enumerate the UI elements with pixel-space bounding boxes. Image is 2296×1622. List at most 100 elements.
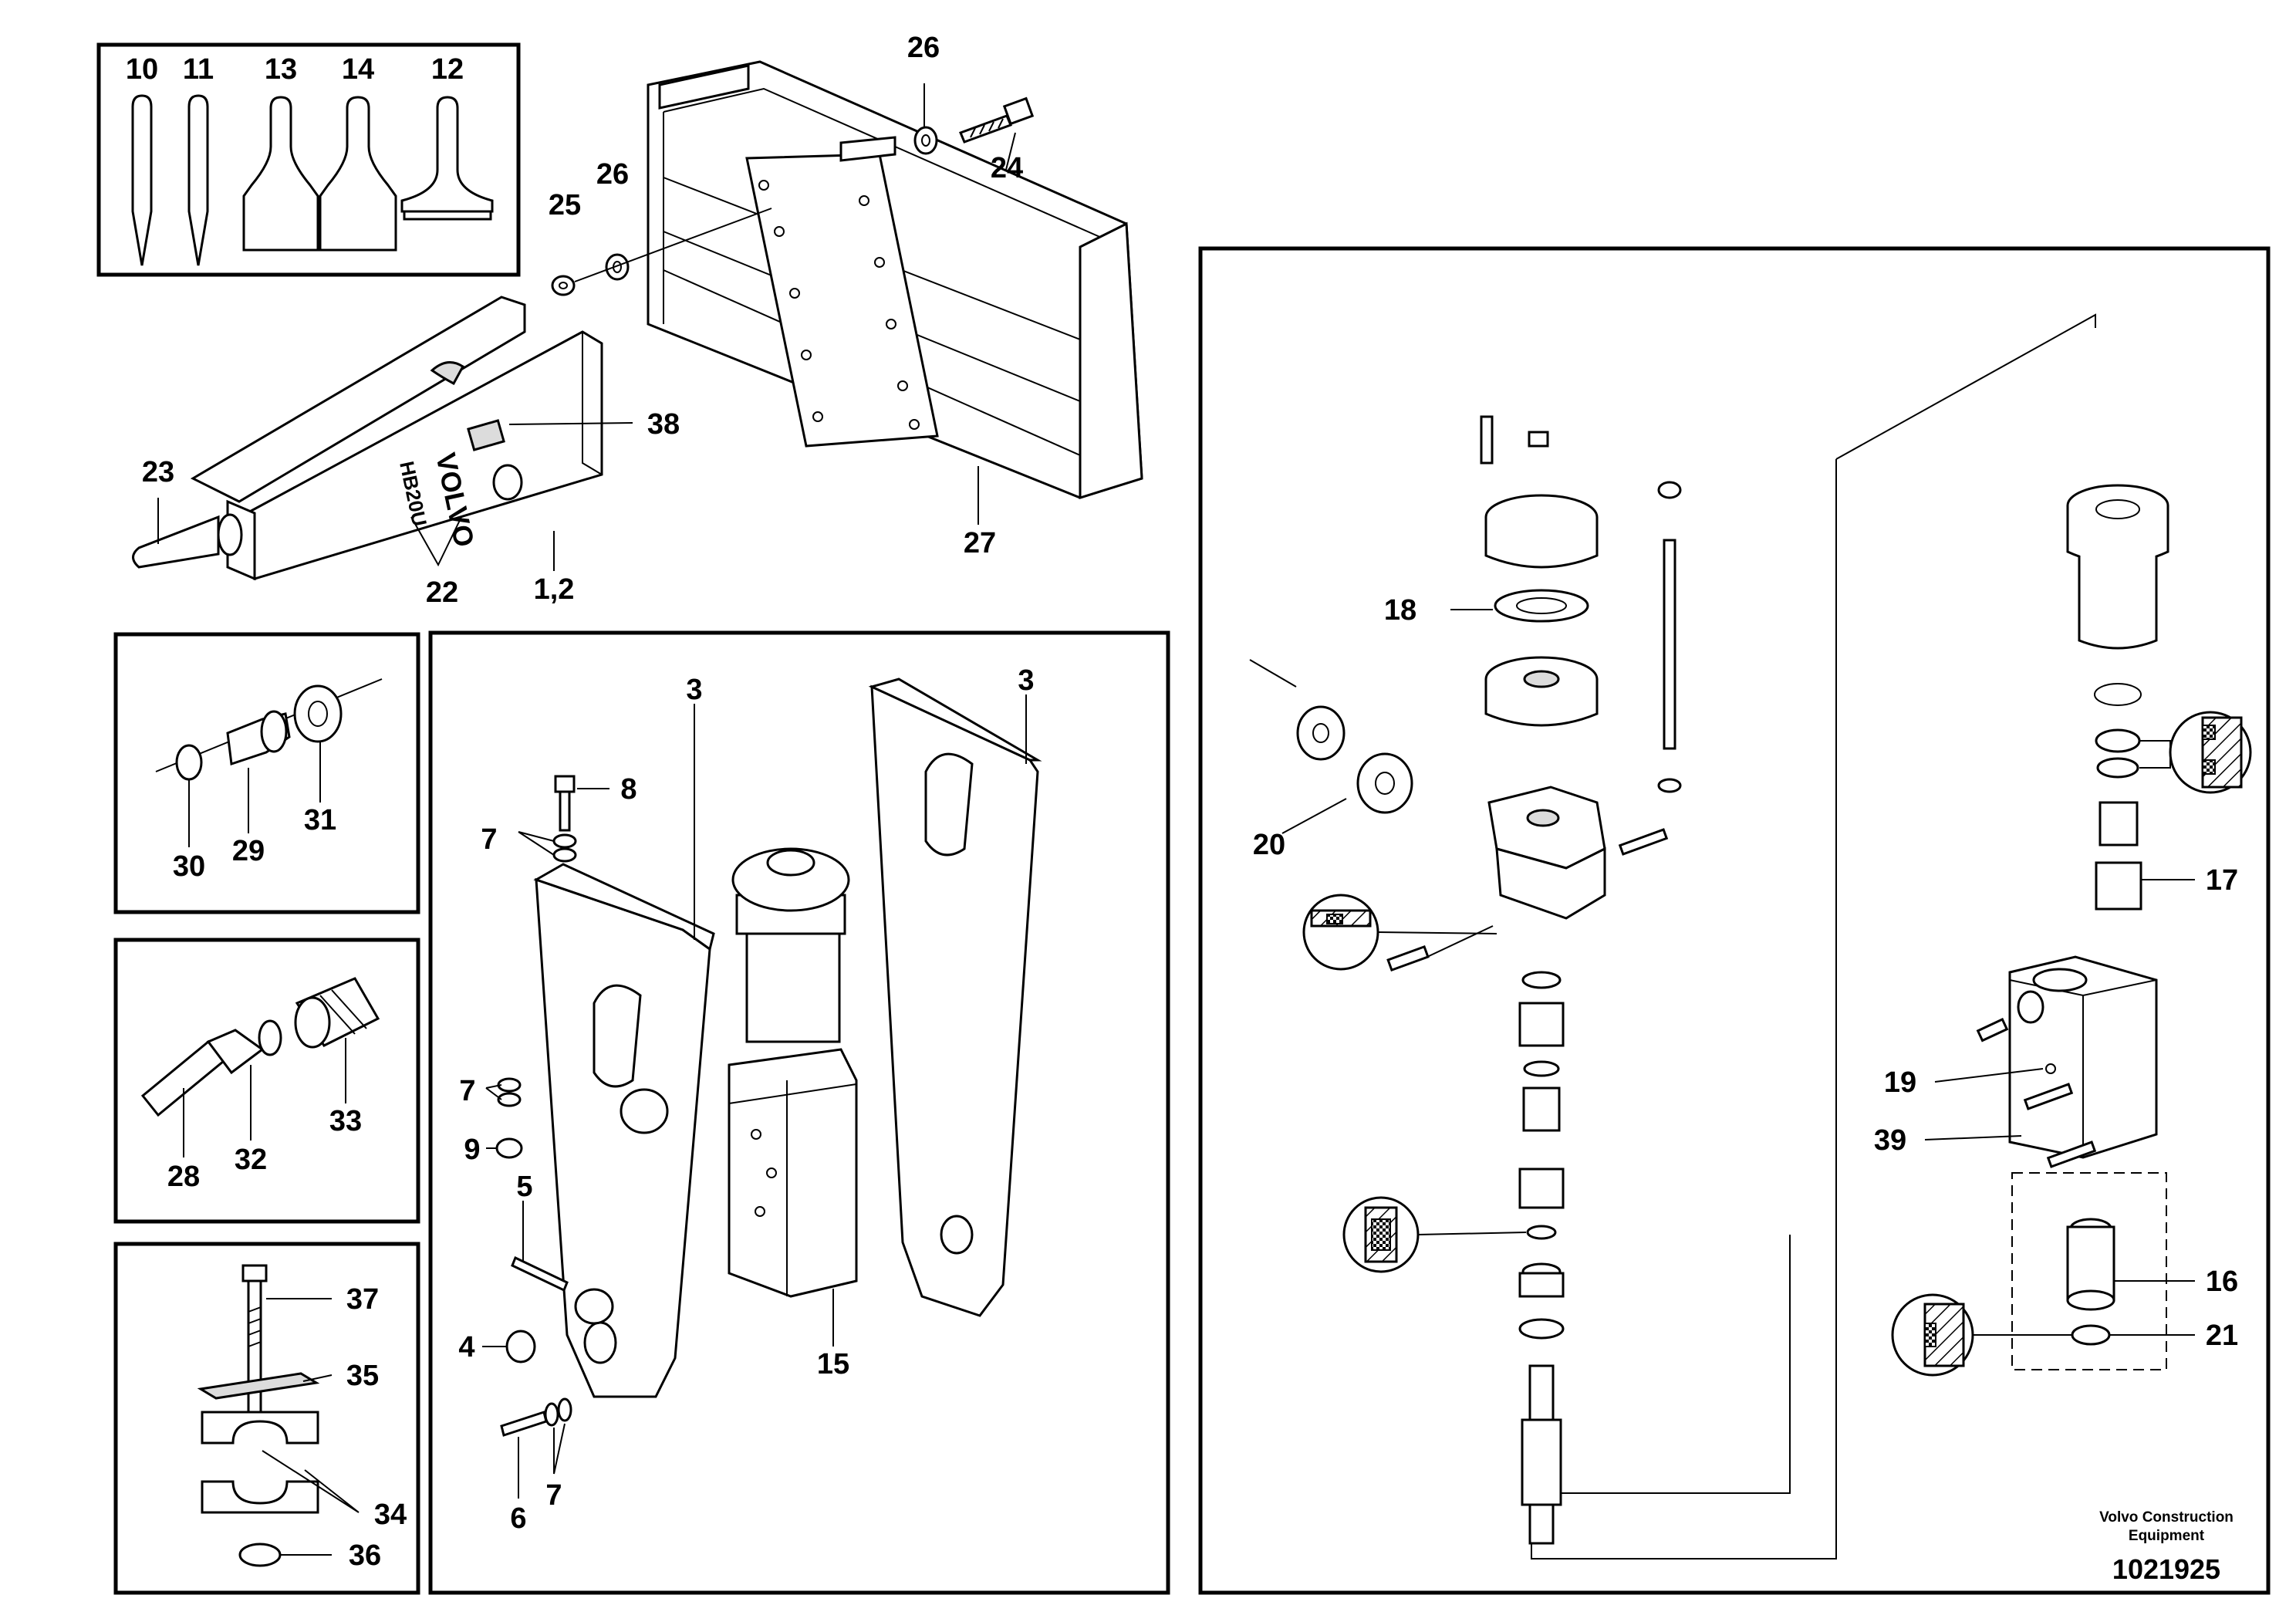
washer-7-top-a — [552, 833, 577, 849]
piston — [1521, 1364, 1562, 1545]
bushing-5 — [574, 1288, 614, 1325]
cylinder-15 — [728, 847, 858, 1298]
tool-asphalt-cutter-12 — [400, 96, 494, 221]
callout-1-2: 1,2 — [534, 573, 575, 606]
seal-21 — [2071, 1324, 2111, 1346]
exploded-view-box: 18 20 — [1198, 246, 2271, 1595]
seal-ring-upper — [2095, 728, 2141, 753]
callout-16: 16 — [2206, 1265, 2238, 1298]
callout-34: 34 — [374, 1499, 407, 1531]
nut-36 — [238, 1543, 282, 1567]
callout-30: 30 — [173, 850, 205, 883]
callout-19: 19 — [1884, 1066, 1916, 1099]
seal-detail-left — [1302, 894, 1379, 971]
nut-25 — [551, 275, 576, 296]
callout-15: 15 — [817, 1348, 849, 1380]
side-plate-3-right — [870, 684, 1039, 1317]
clamp-box: 37 35 34 36 — [113, 1242, 420, 1595]
callout-6: 6 — [510, 1502, 526, 1535]
washer-7-bottom-a — [544, 1402, 559, 1427]
callout-3-right: 3 — [1018, 664, 1034, 697]
hammer-assembly-1-2: VOLVO HB20U — [132, 296, 603, 581]
front-head — [2066, 484, 2169, 911]
callout-10: 10 — [126, 53, 158, 86]
callout-14: 14 — [342, 53, 374, 86]
callout-27: 27 — [964, 527, 996, 559]
callout-9: 9 — [464, 1134, 480, 1166]
washer-7-mid-a — [497, 1077, 522, 1093]
callout-12: 12 — [431, 53, 464, 86]
bolt-37 — [241, 1264, 268, 1282]
adapter-box: 30 29 31 — [113, 632, 420, 914]
seal-detail-lower-right — [1891, 1293, 1974, 1377]
tool-blunt-14 — [319, 96, 397, 252]
mounting-plate-27 — [647, 60, 1143, 500]
callout-35: 35 — [346, 1360, 379, 1392]
callout-26-left: 26 — [596, 158, 629, 191]
pin-39 — [2023, 1083, 2074, 1110]
tool-chisel-11 — [187, 94, 209, 266]
washer-7-mid-b — [497, 1092, 522, 1107]
callout-31: 31 — [304, 804, 336, 836]
pin-19 — [2045, 1063, 2056, 1074]
callout-33: 33 — [329, 1105, 362, 1137]
footer-brand-line2: Equipment — [2129, 1528, 2205, 1544]
callout-21: 21 — [2206, 1320, 2238, 1352]
callout-29: 29 — [232, 835, 265, 867]
seal-stack — [1518, 971, 1565, 1340]
bushing-4 — [505, 1330, 536, 1363]
bushing-17 — [2095, 861, 2142, 911]
footer-brand-line1: Volvo Construction — [2099, 1509, 2234, 1526]
washer-7-top-b — [552, 847, 577, 863]
washer-26-top — [913, 126, 938, 155]
hose-box: 28 32 33 — [113, 938, 420, 1224]
clamp-half-top-34 — [201, 1411, 319, 1445]
seal-detail-upper-right — [2169, 711, 2252, 794]
callout-7-mid: 7 — [459, 1075, 475, 1107]
callout-20: 20 — [1253, 829, 1285, 861]
callout-38: 38 — [647, 408, 680, 441]
callout-36: 36 — [349, 1539, 381, 1572]
long-rod — [1663, 539, 1676, 750]
callout-24: 24 — [991, 152, 1023, 184]
clamp-half-bottom-34 — [201, 1480, 319, 1514]
seal-31 — [293, 684, 343, 743]
callout-13: 13 — [265, 53, 297, 86]
callout-17: 17 — [2206, 864, 2238, 897]
callout-11: 11 — [183, 53, 214, 86]
tool-blunt-13 — [242, 96, 319, 252]
tools-box: 10 11 13 14 12 — [96, 42, 521, 277]
seal-ring-lower — [2096, 757, 2139, 779]
housing-box: 8 7 3 3 7 9 5 4 15 6 7 — [428, 630, 1170, 1595]
valve-block — [1386, 786, 1669, 972]
callout-18: 18 — [1384, 594, 1416, 627]
callout-22: 22 — [426, 576, 458, 609]
callout-39: 39 — [1874, 1124, 1906, 1157]
side-plate-3-left — [535, 877, 711, 1398]
callout-7-top: 7 — [481, 823, 497, 856]
callout-37: 37 — [346, 1283, 379, 1316]
bolt-6 — [500, 1411, 548, 1437]
washer-7-bottom-b — [557, 1397, 572, 1422]
valve-assembly-20 — [1249, 659, 1413, 814]
drawing-number: 1021925 — [2112, 1553, 2220, 1585]
bolt-8 — [554, 775, 576, 832]
seal-detail-middle — [1342, 1196, 1420, 1273]
callout-23: 23 — [142, 456, 174, 488]
callout-25: 25 — [549, 189, 581, 221]
plate-35 — [197, 1372, 320, 1400]
pin-5 — [511, 1255, 569, 1293]
nut-9 — [495, 1137, 523, 1159]
callout-32: 32 — [235, 1144, 267, 1176]
callout-8: 8 — [620, 773, 636, 806]
bushing-16 — [2066, 1218, 2115, 1311]
callout-26-top: 26 — [907, 32, 940, 64]
dashed-group — [2011, 1172, 2167, 1370]
accumulator-18 — [1480, 415, 1599, 727]
callout-5: 5 — [516, 1171, 532, 1203]
callout-28: 28 — [167, 1161, 200, 1193]
tool-moil-point-10 — [131, 94, 153, 266]
callout-7-bottom: 7 — [545, 1479, 562, 1512]
callout-4: 4 — [458, 1331, 474, 1363]
